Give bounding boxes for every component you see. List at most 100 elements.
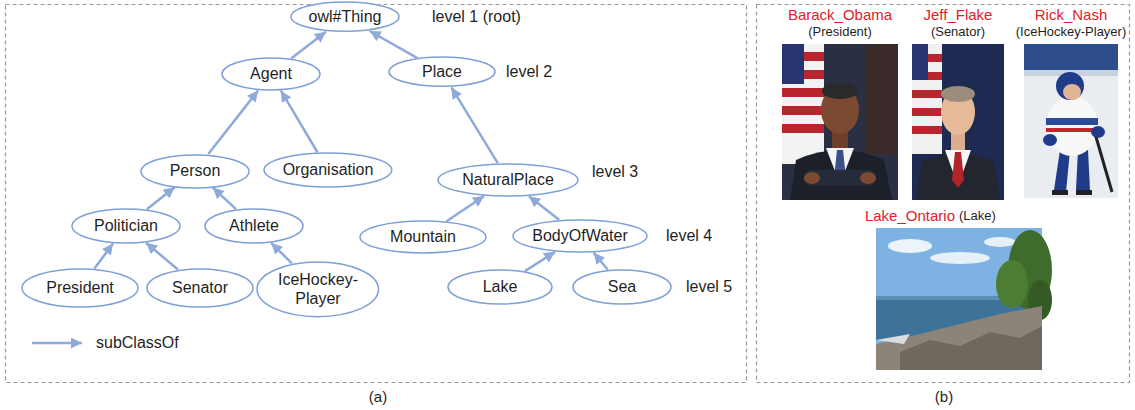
ellipse-shape: [222, 58, 320, 90]
subclass-arrow: [281, 91, 318, 153]
class-ellipse: Sea: [572, 269, 672, 305]
level-label: level 4: [666, 226, 712, 245]
hockey-player-photo-part: [1063, 84, 1081, 100]
president-photo-part: [782, 106, 824, 115]
senator-photo-part: [912, 108, 942, 116]
entity-name: Jeff_Flake: [924, 6, 993, 24]
class-ellipse: BodyOfWater: [512, 219, 648, 253]
hockey-player-photo-part: [1054, 150, 1070, 192]
class-name: Politician: [94, 216, 158, 235]
senator-photo-part: [952, 152, 964, 188]
panel-label: (b): [935, 388, 953, 406]
senator-photo-part: [912, 44, 942, 154]
president-photo-part: [782, 88, 824, 97]
senator-photo-part: [912, 90, 942, 98]
hockey-player-photo-part: [1076, 150, 1090, 190]
president-photo-part: [782, 124, 824, 133]
lake-photo-part: [996, 260, 1028, 308]
class-ellipse: Athlete: [204, 208, 304, 244]
entity-type: (Senator): [931, 24, 985, 40]
class-ellipse: NaturalPlace: [437, 163, 579, 197]
senator-photo-part: [941, 86, 975, 102]
class-ellipse: IceHockey- Player: [256, 261, 380, 318]
president-photo-part: [790, 150, 892, 200]
class-ellipse: President: [21, 268, 139, 308]
class-name: President: [46, 278, 114, 297]
hockey-player-photo-part: [1056, 72, 1084, 100]
class-name: Agent: [250, 64, 292, 83]
subclass-arrow: [594, 253, 608, 270]
class-name: Lake: [483, 277, 518, 296]
entity-name: Rick_Nash: [1035, 6, 1108, 24]
class-name: IceHockey- Player: [275, 270, 361, 308]
class-name: Athlete: [229, 216, 279, 235]
class-ellipse: Agent: [221, 57, 321, 91]
ellipse-shape: [257, 262, 379, 317]
ellipse-shape: [360, 221, 486, 253]
ellipse-shape: [513, 220, 647, 252]
entity-type: (Lake): [959, 208, 996, 224]
ellipse-shape: [448, 270, 552, 304]
entity-type: (IceHockey-Player): [1016, 24, 1127, 40]
class-name: NaturalPlace: [462, 170, 554, 189]
panel-frames-part: [6, 5, 747, 383]
president-photo-part: [866, 44, 898, 154]
lake-photo: [876, 228, 1052, 370]
class-name: Senator: [172, 278, 228, 297]
subclass-arrow: [147, 187, 175, 209]
hockey-player-photo-part: [1052, 190, 1068, 195]
lake-photo-part: [900, 326, 1042, 370]
class-name: Organisation: [283, 160, 374, 179]
president-photo-part: [782, 44, 804, 84]
ellipse-shape: [22, 269, 138, 307]
class-ellipse: Organisation: [263, 152, 393, 188]
senator-photo-part: [912, 44, 928, 80]
ellipse-shape: [291, 2, 399, 31]
legend-sample: [32, 336, 90, 350]
subclass-arrow: [208, 90, 258, 154]
panel-frames: [6, 5, 1130, 383]
entity-name: Barack_Obama: [788, 6, 892, 24]
subclass-arrow: [146, 243, 178, 270]
hockey-player-photo-part: [1024, 44, 1118, 70]
hockey-player-photo-part: [1094, 130, 1112, 192]
lake-photo-part: [888, 239, 932, 253]
president-photo-part: [782, 44, 824, 164]
president-photo: [782, 44, 898, 200]
class-name: BodyOfWater: [532, 226, 627, 245]
ellipse-shape: [147, 269, 253, 307]
level-label: level 5: [686, 277, 732, 296]
entity-type: (President): [808, 24, 872, 40]
class-ellipse: Mountain: [359, 220, 487, 254]
ellipse-shape: [141, 155, 249, 188]
class-ellipse: Politician: [71, 208, 181, 244]
legend-entry: subClassOf: [32, 333, 179, 352]
panel-label: (a): [369, 388, 387, 406]
class-name: Mountain: [390, 227, 456, 246]
lake-photo-part: [984, 237, 1016, 247]
hockey-player-photo-part: [1076, 190, 1092, 195]
subclass-arrow: [529, 196, 559, 220]
subclass-arrow: [370, 31, 418, 58]
president-photo-part: [804, 172, 820, 184]
president-photo-part: [860, 172, 876, 184]
senator-photo-part: [912, 126, 942, 134]
senator-photo: [912, 44, 1004, 200]
subclass-arrow: [451, 87, 497, 163]
hockey-player-photo-part: [1046, 96, 1098, 156]
ellipse-shape: [72, 209, 180, 243]
ellipse-shape: [389, 57, 495, 86]
hockey-player-photo-part: [1024, 44, 1118, 198]
ellipse-shape: [205, 209, 303, 243]
president-photo-part: [822, 83, 858, 99]
hockey-player-photo-part: [1046, 128, 1098, 132]
class-ellipse: Senator: [146, 268, 254, 308]
hockey-player-photo-part: [1046, 118, 1098, 125]
level-label: level 1 (root): [432, 7, 521, 26]
lake-photo-part: [876, 306, 1042, 370]
class-ellipse: owl#Thing: [290, 1, 400, 32]
ellipse-outline: [256, 261, 380, 318]
hockey-player-photo-part: [1091, 126, 1105, 138]
class-ellipse: Person: [140, 154, 250, 189]
class-ellipse: Lake: [447, 269, 553, 305]
